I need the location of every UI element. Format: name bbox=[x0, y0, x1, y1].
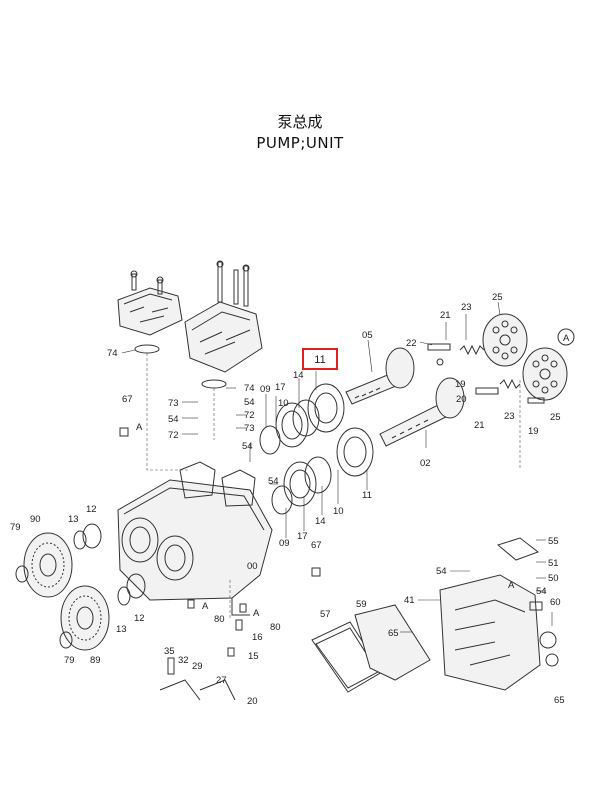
control-valve-right bbox=[184, 260, 263, 389]
callout-A4: A bbox=[253, 608, 260, 619]
ring-13-upper bbox=[73, 530, 87, 550]
callout-73a: 73 bbox=[168, 398, 179, 409]
callout-17b: 17 bbox=[297, 531, 308, 542]
callout-54-left: 54 bbox=[168, 414, 179, 425]
callout-54b: 54 bbox=[242, 441, 253, 452]
gear-lower bbox=[60, 585, 110, 651]
reference-circle-A bbox=[557, 328, 575, 346]
callout-41: 41 bbox=[404, 595, 415, 606]
callout-54e: 54 bbox=[536, 586, 547, 597]
callout-19b: 19 bbox=[528, 426, 539, 437]
callout-74b: 74 bbox=[244, 383, 255, 394]
gear-upper bbox=[23, 532, 73, 598]
highlight-label: 11 bbox=[314, 354, 325, 366]
callout-59: 59 bbox=[356, 599, 367, 610]
callout-00: 00 bbox=[247, 561, 258, 572]
callout-20: 20 bbox=[456, 394, 467, 405]
callout-19a: 19 bbox=[455, 379, 466, 390]
callout-54c: 54 bbox=[268, 476, 279, 487]
callout-23b: 23 bbox=[504, 411, 515, 422]
callout-12a: 12 bbox=[86, 504, 97, 515]
callout-89: 89 bbox=[90, 655, 101, 666]
callout-A5: A bbox=[508, 580, 515, 591]
bearing-12-lower bbox=[126, 573, 146, 599]
bearing-12-upper bbox=[82, 523, 102, 549]
callout-67a: 67 bbox=[122, 394, 133, 405]
callout-90: 90 bbox=[30, 514, 41, 525]
callout-21b: 21 bbox=[474, 420, 485, 431]
callout-74a: 74 bbox=[107, 348, 118, 359]
callout-10a: 10 bbox=[278, 398, 289, 409]
callout-23a: 23 bbox=[461, 302, 472, 313]
bottom-fasteners bbox=[119, 427, 321, 701]
ring-13-lower bbox=[117, 586, 131, 606]
callout-73b: 73 bbox=[244, 423, 255, 434]
callout-16: 16 bbox=[252, 632, 263, 643]
callout-29: 29 bbox=[192, 661, 203, 672]
callout-14b: 14 bbox=[315, 516, 326, 527]
callout-09b: 09 bbox=[279, 538, 290, 549]
callout-67b: 67 bbox=[311, 540, 322, 551]
highlight-box bbox=[302, 348, 338, 370]
callout-14a: 14 bbox=[293, 370, 304, 381]
callout-51: 51 bbox=[548, 558, 559, 569]
callout-27: 27 bbox=[216, 675, 227, 686]
callout-05: 05 bbox=[362, 330, 373, 341]
cylinder-block-upper bbox=[482, 313, 528, 367]
cylinder-block-lower bbox=[522, 347, 568, 401]
title-block: 泵总成 PUMP;UNIT bbox=[0, 112, 600, 154]
pump-unit-exploded-diagram: 11 74 74 05 21 22 23 25 A 14 19 20 73 54… bbox=[10, 260, 575, 707]
callout-25a: 25 bbox=[492, 292, 503, 303]
callout-79b: 79 bbox=[64, 655, 75, 666]
snap-ring-79-upper bbox=[15, 565, 29, 583]
callout-50: 50 bbox=[548, 573, 559, 584]
callout-A3: A bbox=[202, 601, 209, 612]
title-chinese: 泵总成 bbox=[277, 113, 323, 131]
callout-13a: 13 bbox=[68, 514, 79, 525]
control-valve-left bbox=[117, 270, 183, 354]
snap-ring-79-lower bbox=[59, 631, 73, 649]
callout-65b: 65 bbox=[554, 695, 565, 706]
pump-housing bbox=[117, 461, 273, 616]
callout-25b: 25 bbox=[550, 412, 561, 423]
callout-12b: 12 bbox=[134, 613, 145, 624]
upper-shaft-assembly bbox=[259, 347, 415, 455]
callout-54d: 54 bbox=[436, 566, 447, 577]
callout-35: 35 bbox=[164, 646, 175, 657]
seal-kit bbox=[311, 604, 431, 693]
callout-10b: 10 bbox=[333, 506, 344, 517]
title-english: PUMP;UNIT bbox=[256, 134, 344, 152]
callout-17a: 17 bbox=[275, 382, 286, 393]
callout-09a: 09 bbox=[260, 384, 271, 395]
dashed-guides bbox=[146, 353, 521, 620]
callout-72b: 72 bbox=[168, 430, 179, 441]
regulator-assembly bbox=[439, 537, 559, 691]
leader-lines bbox=[121, 301, 553, 633]
callout-65a: 65 bbox=[388, 628, 399, 639]
lower-shaft-assembly bbox=[271, 377, 465, 515]
callout-02: 02 bbox=[420, 458, 431, 469]
callout-80b: 80 bbox=[270, 622, 281, 633]
callout-15: 15 bbox=[248, 651, 259, 662]
callout-20b: 20 bbox=[247, 696, 258, 707]
callout-60: 60 bbox=[550, 597, 561, 608]
callout-11b: 11 bbox=[362, 490, 372, 501]
callout-21a: 21 bbox=[440, 310, 451, 321]
callout-A2: A bbox=[136, 422, 143, 433]
callout-13b: 13 bbox=[116, 624, 127, 635]
callout-80a: 80 bbox=[214, 614, 225, 625]
callout-labels: 74 74 05 21 22 23 25 A 14 19 20 73 54 54… bbox=[10, 292, 570, 707]
springs-and-pistons bbox=[427, 343, 545, 404]
callout-55: 55 bbox=[548, 536, 559, 547]
callout-57: 57 bbox=[320, 609, 331, 620]
callout-32: 32 bbox=[178, 655, 189, 666]
callout-79a: 79 bbox=[10, 522, 21, 533]
callout-A1: A bbox=[563, 333, 570, 344]
callout-22: 22 bbox=[406, 338, 417, 349]
callout-54a: 54 bbox=[244, 397, 255, 408]
callout-72a: 72 bbox=[244, 410, 255, 421]
